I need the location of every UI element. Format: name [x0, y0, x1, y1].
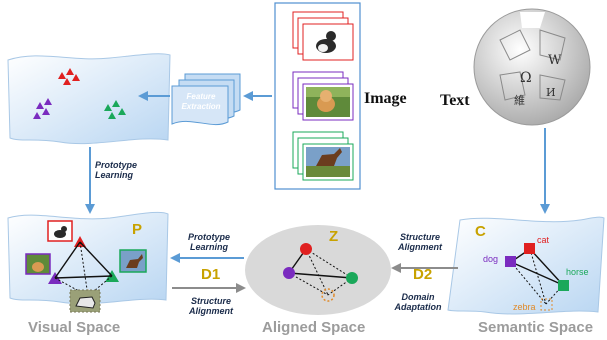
purple-prototype-cluster: [33, 98, 52, 119]
green-prototype-cluster: [104, 100, 126, 119]
visual-dog-thumb: [25, 253, 51, 275]
semantic-space-sheet: [447, 216, 605, 315]
c-label: C: [475, 223, 486, 240]
feature-extraction-stack: [171, 73, 241, 126]
image-modality-label: Image: [364, 90, 407, 107]
text-modality-label: Text: [440, 92, 470, 109]
horse-label: horse: [566, 267, 589, 277]
dog-label: dog: [483, 254, 499, 264]
visual-space-title: Visual Space: [28, 319, 121, 336]
aligned-red-node: [300, 243, 312, 255]
aligned-orange-node: [321, 288, 335, 302]
aligned-purple-node: [283, 267, 295, 279]
prototype-learning-mid-label: Prototype Learning: [187, 232, 230, 253]
cat-label: cat: [537, 235, 550, 245]
structure-alignment-right-label: Structure Alignment: [398, 232, 442, 253]
domain-adaptation-label: Domain Adaptation: [394, 292, 442, 313]
aligned-space-title: Aligned Space: [262, 319, 366, 336]
prototype-learning-top-label: Prototype Learning: [95, 160, 138, 181]
dog-photo-icon: [306, 87, 350, 117]
wikipedia-globe-icon: Ω W 維 И: [473, 8, 591, 126]
cat-image-stack: [292, 11, 354, 61]
svg-text:И: И: [546, 86, 556, 99]
d2-label: D2: [413, 266, 433, 283]
zebra-label: zebra: [513, 302, 536, 312]
horse-image-stack: [292, 131, 354, 181]
svg-text:Ω: Ω: [520, 70, 532, 86]
top-visual-space-sheet: [7, 53, 171, 145]
semantic-dog-node: [505, 256, 516, 267]
visual-horse-thumb: [119, 249, 147, 273]
p-label: P: [132, 221, 143, 238]
red-prototype-cluster: [58, 68, 80, 85]
z-label: Z: [329, 228, 339, 245]
horse-photo-icon: [306, 147, 350, 177]
svg-text:維: 維: [514, 94, 525, 107]
semantic-cat-node: [524, 243, 535, 254]
structure-alignment-left-label: Structure Alignment: [189, 296, 233, 317]
aligned-green-node: [346, 272, 358, 284]
semantic-zebra-node: [540, 298, 553, 311]
zebra-photo-icon: [69, 289, 101, 313]
aligned-space-ellipse: [245, 225, 391, 315]
d1-label: D1: [201, 266, 221, 283]
dog-image-stack: [292, 71, 354, 121]
cat-photo-icon: [306, 27, 350, 57]
semantic-horse-node: [558, 280, 569, 291]
feature-extraction-label: Feature Extraction: [181, 92, 221, 111]
visual-cat-thumb: [47, 220, 73, 242]
semantic-space-title: Semantic Space: [478, 319, 594, 336]
svg-text:W: W: [548, 53, 562, 68]
